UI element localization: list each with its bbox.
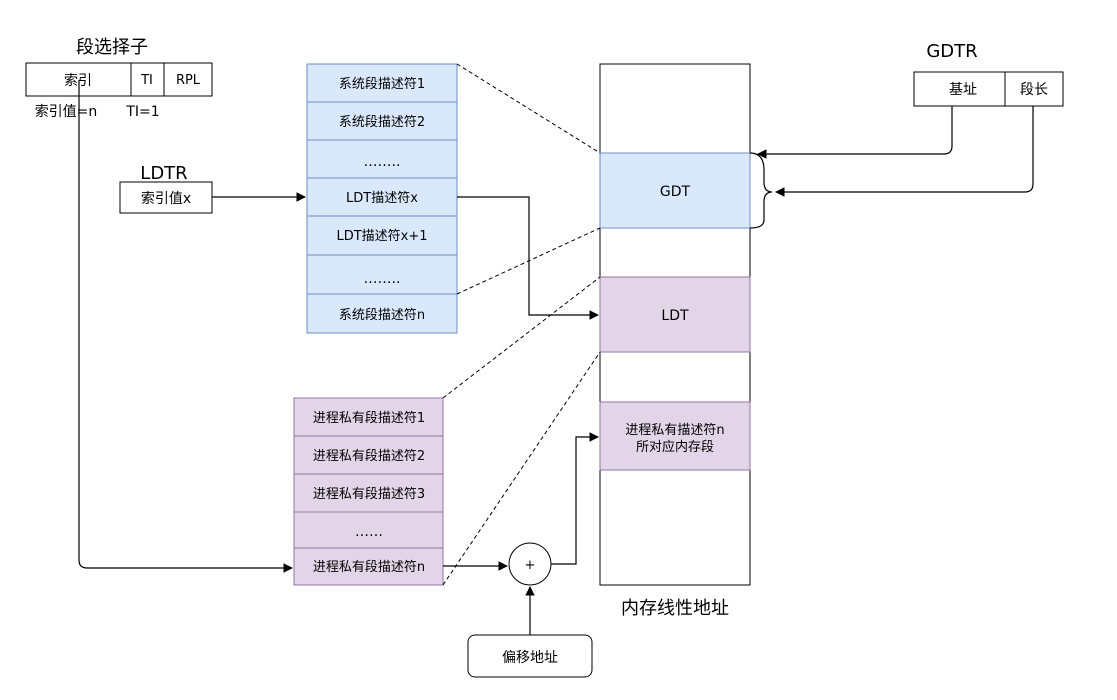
- adder-symbol: +: [525, 558, 536, 573]
- address-adder: +: [508, 542, 552, 586]
- gdt-table-row: [306, 254, 458, 295]
- ldt-descriptor-table: 进程私有段描述符1 进程私有段描述符2 进程私有段描述符3 …… 进程私有段描述…: [293, 397, 444, 586]
- ldtr-register: LDTR 索引值x: [119, 163, 213, 214]
- selector-ti-label: TI: [140, 73, 153, 88]
- gdt-table-row-label: ……..: [364, 271, 401, 287]
- gdtr-register: GDTR 基址 段长: [913, 41, 1064, 107]
- gdtr-base-arrow: [757, 106, 953, 159]
- gdt-range-brace: [749, 152, 773, 229]
- ldt-table-row-label: 进程私有段描述符3: [313, 486, 425, 502]
- ldt-bottom-mapping-line: [442, 351, 601, 586]
- ldt-table-row: [293, 511, 444, 549]
- selector-rpl-field: [163, 62, 213, 97]
- ldtr-title: LDTR: [140, 163, 187, 184]
- gdtr-base-field: [913, 71, 1006, 107]
- memory-segment-region: [599, 401, 751, 471]
- memory-segment-label-line: 进程私有描述符n: [625, 422, 724, 438]
- memory-gdt-region: [599, 152, 751, 229]
- selector-ti-field: [130, 62, 165, 97]
- connector-arrows: [78, 80, 1034, 635]
- selector-rpl-label: RPL: [176, 73, 201, 88]
- memory-caption: 内存线性地址: [621, 598, 729, 619]
- gdt-table-row-label: 系统段描述符2: [339, 114, 425, 130]
- linear-memory: GDT LDT 进程私有描述符n 所对应内存段 内存线性地址: [599, 63, 751, 619]
- gdt-table-row-label: ……..: [364, 154, 401, 170]
- gdtr-limit-arrow: [775, 106, 1034, 197]
- memory-segment-label-line: 所对应内存段: [636, 439, 714, 455]
- selector-to-descriptor-arrow: [78, 80, 293, 573]
- gdt-table-row: [306, 215, 458, 256]
- ldt-table-row-label: 进程私有段描述符n: [313, 559, 425, 575]
- memory-gdt-label: GDT: [660, 184, 691, 200]
- adder-to-segment-arrow: [551, 432, 599, 565]
- gdt-table-row: [306, 101, 458, 141]
- ldt-table-row-label: 进程私有段描述符1: [313, 410, 425, 426]
- ldt-table-row-label: 进程私有段描述符2: [313, 448, 425, 464]
- memory-ldt-label: LDT: [661, 308, 689, 324]
- gdt-table-row: [306, 293, 458, 334]
- ldt-table-row: [293, 397, 444, 437]
- gdtr-base-label: 基址: [949, 81, 977, 98]
- gdtr-title: GDTR: [926, 41, 977, 62]
- gdt-table-row-label: LDT描述符x+1: [336, 228, 427, 244]
- segment-selector-title: 段选择子: [76, 37, 148, 58]
- ldt-table-row: [293, 547, 444, 586]
- descriptor-to-ldt-arrow: [457, 196, 599, 320]
- gdt-table-row-label: 系统段描述符n: [339, 307, 425, 323]
- offset-label: 偏移地址: [502, 650, 558, 666]
- gdt-table-row: [306, 177, 458, 217]
- ldtr-field-label: 索引值x: [141, 190, 191, 207]
- ldt-top-mapping-line: [442, 276, 601, 399]
- memory-ldt-region: [599, 276, 751, 353]
- gdt-table-row-label: 系统段描述符1: [339, 76, 425, 92]
- segment-selector: 段选择子 索引 TI RPL 索引值=n TI=1: [25, 37, 213, 120]
- gdt-descriptor-table: 系统段描述符1 系统段描述符2 …….. LDT描述符x LDT描述符x+1 ……: [306, 63, 458, 334]
- ldt-table-row: [293, 473, 444, 513]
- selector-ti-note: TI=1: [125, 104, 159, 120]
- gdt-top-mapping-line: [456, 63, 601, 154]
- gdtr-limit-field: [1004, 71, 1064, 107]
- gdtr-limit-label: 段长: [1020, 82, 1048, 98]
- selector-index-label: 索引: [64, 72, 92, 89]
- selector-index-note: 索引值=n: [35, 103, 98, 120]
- offset-address: 偏移地址: [467, 634, 593, 678]
- gdt-table-row-label: LDT描述符x: [346, 190, 418, 206]
- ldt-table-row-label: ……: [355, 524, 383, 540]
